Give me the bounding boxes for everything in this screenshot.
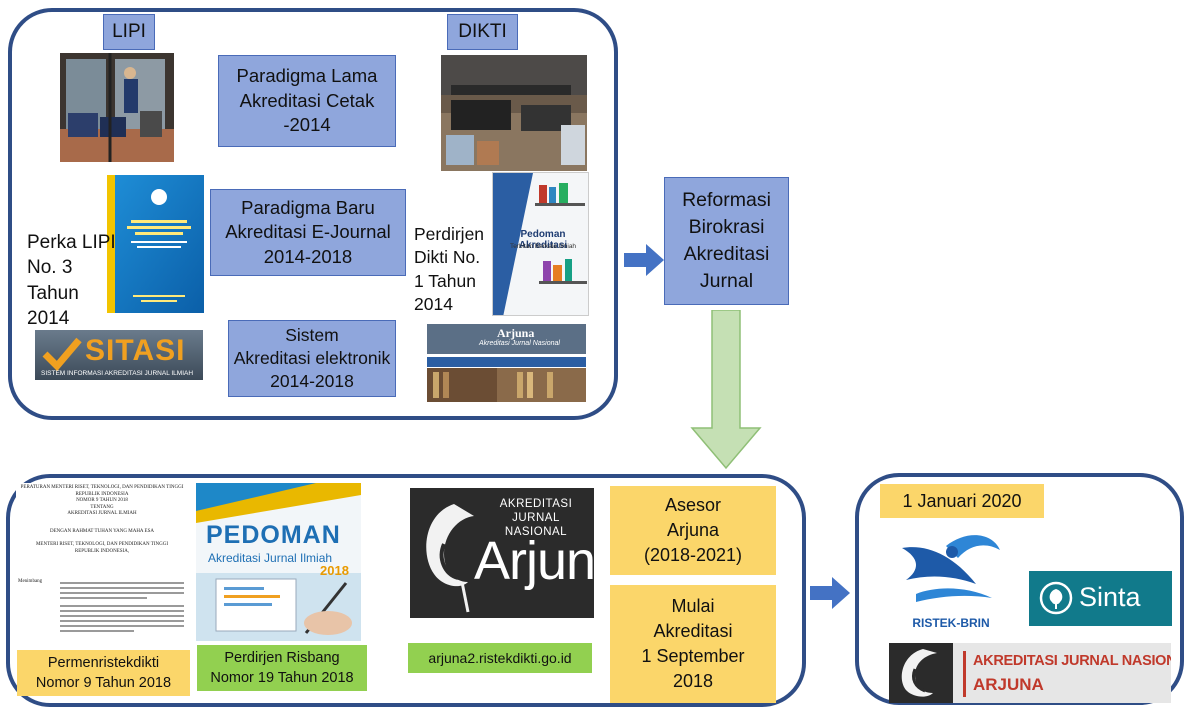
doc-menimbang: Menimbang [18,579,43,584]
arrow-down-icon [690,310,762,470]
system-box: Sistem Akreditasi elektronik 2014-2018 [228,320,396,397]
pedoman-cover-sub: Terbitan Berkala Ilmiah [509,243,577,250]
sitasi-logo-sub: SISTEM INFORMASI AKREDITASI JURNAL ILMIA… [41,370,194,377]
sinta-logo: Sinta [1029,571,1172,626]
perdirjen-risbang-caption: Perdirjen Risbang Nomor 19 Tahun 2018 [197,645,367,691]
ristek-brin-label: RISTEK-BRIN [912,616,990,630]
lipi-label: LIPI [103,14,155,50]
pedoman-sub: Akreditasi Jurnal Ilmiah [208,551,333,565]
pedoman-cover-title: Pedoman Akreditasi [518,229,568,251]
arjuna-website-screenshot: Arjuna Akreditasi Jurnal Nasional [427,324,586,402]
arjuna-banner-word: ARJUNA [973,675,1044,694]
arjuna-logo-main: Arjuna [474,531,594,591]
pedoman-year: 2018 [320,563,349,578]
lipi-office-photo [60,53,174,162]
wayang-icon-2 [889,643,953,703]
arjuna-logo: AKREDITASI JURNAL NASIONAL Arjuna [410,488,594,618]
doc-mid: DENGAN RAHMAT TUHAN YANG MAHA ESA MENTER… [35,529,169,554]
checkmark-icon [42,337,82,372]
reformasi-box: Reformasi Birokrasi Akreditasi Jurnal [664,177,789,305]
perdirjen-dikti-text: Perdirjen Dikti No. 1 Tahun 2014 [414,224,485,314]
new-paradigm-box: Paradigma Baru Akreditasi E-Journal 2014… [210,189,406,276]
sitasi-logo: SITASI SISTEM INFORMASI AKREDITASI JURNA… [35,330,203,380]
arjuna-logo-top: AKREDITASI JURNAL NASIONAL [499,498,573,538]
arjuna-banner-sub: Akreditasi Jurnal Nasional [479,340,560,347]
perka-lipi-text: Perka LIPI No. 3 Tahun 2014 [27,232,116,329]
arrow-right-icon-2 [810,577,850,609]
arjuna-url: arjuna2.ristekdikti.go.id [408,643,592,673]
pedoman-title: PEDOMAN [206,521,341,549]
asesor-box: Asesor Arjuna (2018-2021) [610,486,776,575]
ristek-brin-logo: RISTEK-BRIN [896,524,1006,634]
old-paradigm-box: Paradigma Lama Akreditasi Cetak -2014 [218,55,396,147]
pedoman-2018-cover: PEDOMAN Akreditasi Jurnal Ilmiah 2018 [196,483,361,641]
doc-header: PERATURAN MENTERI RISET, TEKNOLOGI, DAN … [20,485,184,516]
dikti-office-photo [441,55,587,171]
arjuna-banner: AKREDITASI JURNAL NASIONAL ARJUNA [889,643,1171,703]
wayang-icon [426,504,474,613]
date-box: 1 Januari 2020 [880,484,1044,518]
permen-caption: Permenristekdikti Nomor 9 Tahun 2018 [17,650,190,696]
arrow-right-icon [624,244,664,276]
sinta-label: Sinta [1079,582,1141,612]
arjuna-banner-title: Arjuna [497,326,535,340]
sitasi-logo-text: SITASI [85,334,186,367]
mulai-box: Mulai Akreditasi 1 September 2018 [610,585,776,703]
pedoman-akreditasi-cover: Pedoman Akreditasi Terbitan Berkala Ilmi… [492,172,589,316]
tree-icon [1039,581,1073,615]
arjuna-banner-main: AKREDITASI JURNAL NASIONAL [973,653,1171,669]
dikti-label: DIKTI [447,14,518,50]
perka-lipi-cover [107,175,204,313]
permen-document: PERATURAN MENTERI RISET, TEKNOLOGI, DAN … [16,483,188,649]
